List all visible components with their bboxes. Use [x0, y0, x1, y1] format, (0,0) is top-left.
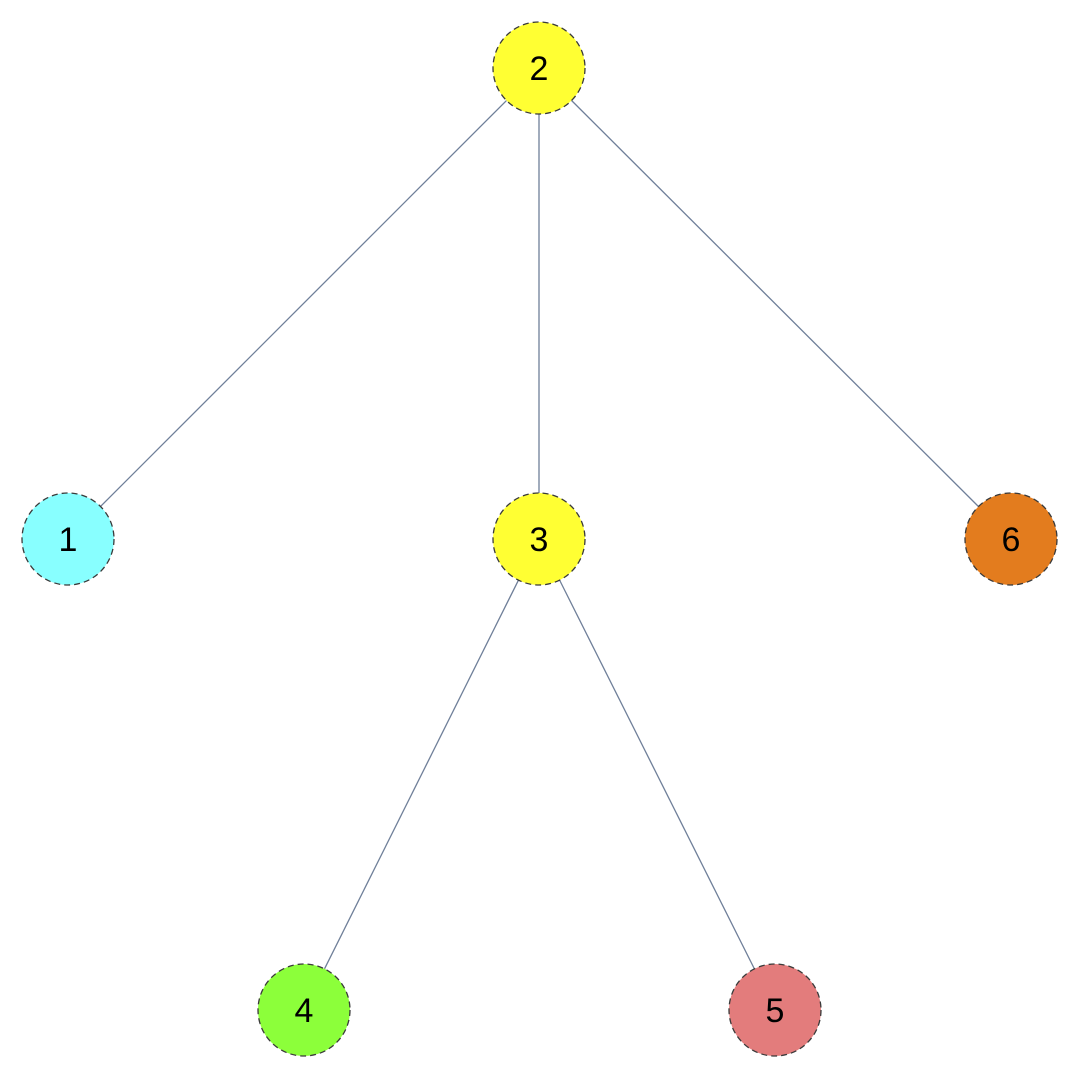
node-circle-5 — [728, 963, 822, 1057]
node-6[interactable]: 6 — [964, 492, 1058, 586]
edge-layer — [100, 100, 979, 970]
edge-2-1 — [100, 100, 507, 507]
node-4[interactable]: 4 — [257, 963, 351, 1057]
node-2[interactable]: 2 — [492, 21, 586, 115]
edge-3-4 — [323, 579, 520, 970]
node-label-2: 2 — [530, 50, 549, 88]
node-label-3: 3 — [530, 521, 549, 559]
node-circle-4 — [257, 963, 351, 1057]
node-label-6: 6 — [1002, 521, 1021, 559]
node-label-1: 1 — [59, 521, 78, 559]
node-circle-3 — [492, 492, 586, 586]
node-circle-1 — [21, 492, 115, 586]
node-5[interactable]: 5 — [728, 963, 822, 1057]
node-label-4: 4 — [295, 992, 314, 1030]
node-circle-6 — [964, 492, 1058, 586]
edge-2-6 — [571, 100, 979, 507]
node-3[interactable]: 3 — [492, 492, 586, 586]
node-circle-2 — [492, 21, 586, 115]
node-1[interactable]: 1 — [21, 492, 115, 586]
node-label-5: 5 — [766, 992, 785, 1030]
edge-3-5 — [559, 579, 755, 970]
node-layer: 2 1 3 6 4 5 — [21, 21, 1058, 1057]
